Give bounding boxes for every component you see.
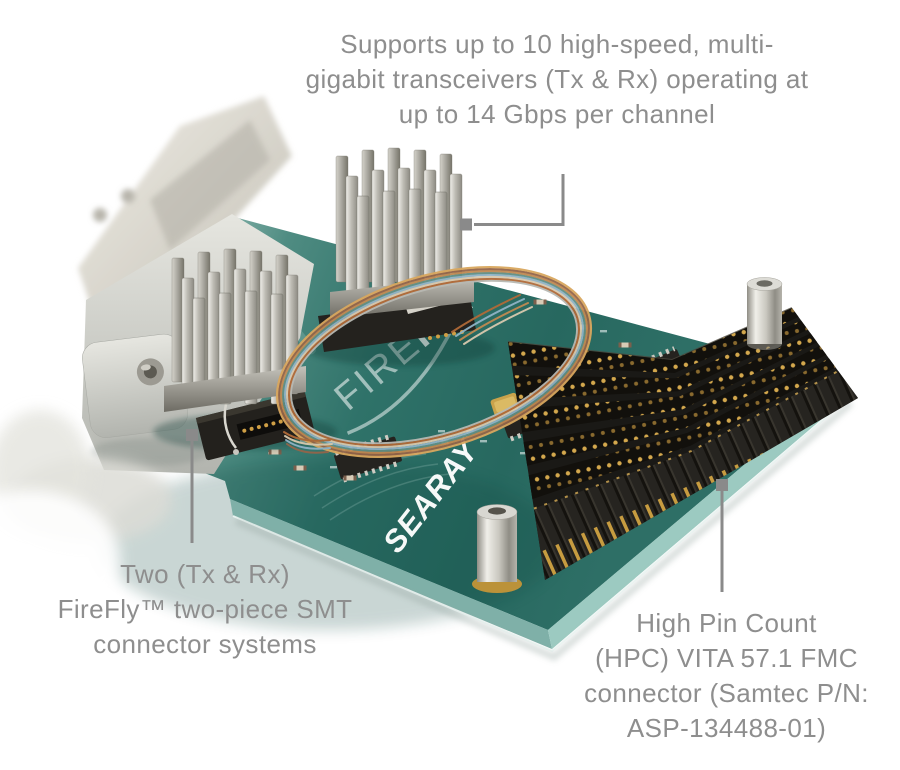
callout-line: (HPC) VITA 57.1 FMC [595, 643, 858, 673]
fmc-teeth-row [533, 371, 858, 580]
module-retention-clip [223, 403, 237, 449]
leader-line-right [716, 479, 728, 592]
cable-tail-top [451, 294, 533, 345]
pcb-edge [230, 380, 854, 662]
ribbon-cable-loop [275, 265, 593, 459]
callout-line: gigabit transceivers (Tx & Rx) operating… [305, 64, 809, 94]
standoff-top-right [746, 277, 783, 350]
callout-fmc-connector: High Pin Count (HPC) VITA 57.1 FMC conne… [540, 606, 900, 746]
callout-line: Two (Tx & Rx) [120, 559, 290, 589]
callout-transceivers: Supports up to 10 high-speed, multi- gig… [177, 27, 900, 132]
leader-line-top [460, 174, 565, 231]
callout-line: connector systems [93, 629, 317, 659]
leader-marker [716, 479, 728, 491]
heatsink-top [330, 147, 474, 318]
callout-firefly-connectors: Two (Tx & Rx) FireFly™ two-piece SMT con… [15, 557, 395, 662]
callout-line: High Pin Count [636, 608, 817, 638]
cable-tail-left [283, 431, 333, 454]
leader-marker [186, 429, 198, 441]
fmc-connector [507, 307, 858, 580]
callout-line: ASP-134488-01) [626, 713, 827, 743]
callout-line: connector (Samtec P/N: [584, 678, 869, 708]
standoff-bottom [472, 504, 522, 593]
bracket-block [82, 333, 188, 438]
leader-marker [460, 218, 472, 231]
callout-line: up to 14 Gbps per channel [398, 99, 716, 129]
heatsink-base [164, 366, 306, 412]
callout-line: Supports up to 10 high-speed, multi- [340, 29, 774, 59]
callout-line: FireFly™ two-piece SMT [57, 594, 353, 624]
heatsink-left [164, 248, 306, 412]
leader-line-left [186, 429, 198, 543]
foreground-blur [0, 410, 172, 630]
